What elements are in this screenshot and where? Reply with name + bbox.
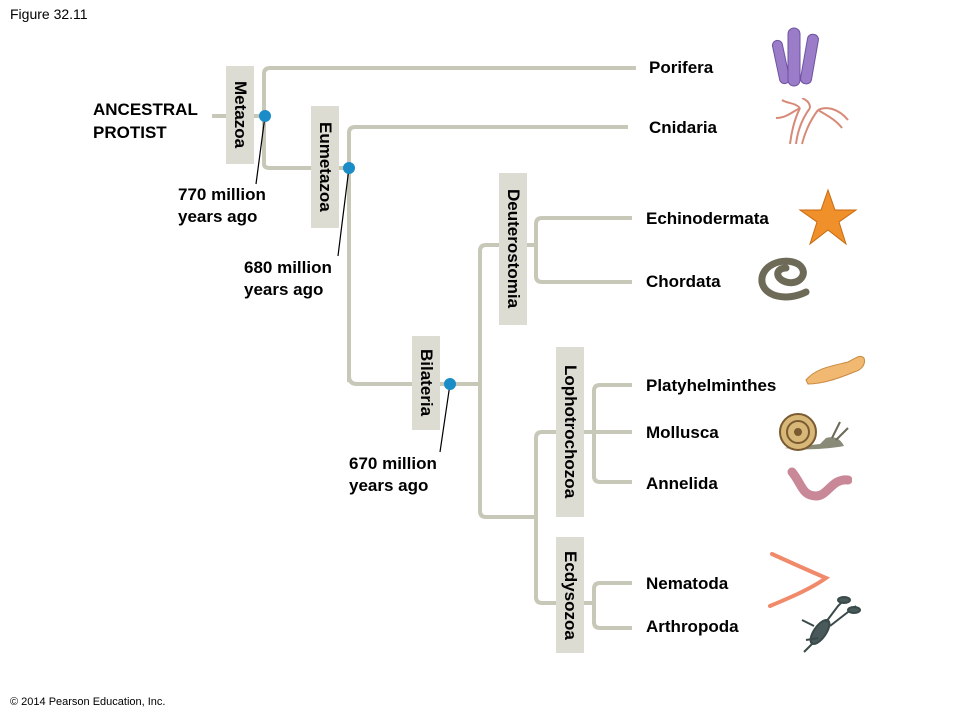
- clade-ecdysozoa: Ecdysozoa: [556, 537, 584, 653]
- phylum-cnidaria: Cnidaria: [649, 118, 718, 137]
- root-label: ANCESTRAL PROTIST: [93, 98, 198, 144]
- time-670: 670 million years ago: [349, 453, 437, 497]
- pointer-680: [337, 167, 350, 257]
- node-metazoa: [259, 110, 271, 122]
- earthworm-icon: [787, 467, 852, 501]
- phylum-mollusca: Mollusca: [646, 423, 719, 442]
- branch-lophotrochozoa: [592, 383, 632, 478]
- clade-bilateria-label: Bilateria: [417, 349, 436, 417]
- phylum-platyhelminthes: Platyhelminthes: [646, 376, 777, 395]
- cnidarian-icon: [775, 98, 849, 145]
- branch-eumetazoa: [347, 125, 628, 382]
- time-680: 680 million years ago: [244, 257, 332, 301]
- branch-to-protostomes: [478, 384, 536, 519]
- clade-metazoa: Metazoa: [226, 66, 254, 164]
- clade-deuterostomia-label: Deuterostomia: [504, 189, 523, 309]
- branch-arthropoda: [592, 621, 632, 630]
- branch-metazoa: [262, 66, 636, 164]
- clade-deuterostomia: Deuterostomia: [499, 173, 527, 325]
- clade-eumetazoa: Eumetazoa: [311, 106, 339, 228]
- time-770: 770 million years ago: [178, 184, 266, 228]
- clade-ecdysozoa-label: Ecdysozoa: [561, 550, 580, 640]
- branch-bilateria: [478, 243, 536, 384]
- pointer-670: [439, 383, 451, 453]
- phylum-nematoda: Nematoda: [646, 574, 729, 593]
- root-label-line2: PROTIST: [93, 123, 167, 142]
- time-770-line1: 770 million: [178, 185, 266, 204]
- branch-deuterostomia: [534, 216, 632, 278]
- branch-protostomia: [534, 430, 594, 599]
- node-bilateria: [444, 378, 456, 390]
- branch-ecdysozoa: [592, 581, 632, 624]
- lobster-icon: [801, 596, 861, 653]
- time-680-line2: years ago: [244, 280, 324, 299]
- branch-chordata: [534, 275, 632, 284]
- phylum-echinodermata: Echinodermata: [646, 209, 769, 228]
- copyright: © 2014 Pearson Education, Inc.: [10, 696, 166, 708]
- time-670-line1: 670 million: [349, 454, 437, 473]
- phylum-porifera: Porifera: [649, 58, 714, 77]
- phylum-annelida: Annelida: [646, 474, 718, 493]
- root-label-line1: ANCESTRAL: [93, 100, 198, 119]
- sea-star-icon: [798, 188, 858, 246]
- snail-icon: [779, 413, 849, 451]
- sponge-icon: [771, 27, 819, 87]
- lamprey-icon: [758, 257, 810, 301]
- nematode-icon: [768, 552, 831, 608]
- pointer-770: [255, 115, 266, 185]
- clade-lophotrochozoa-label: Lophotrochozoa: [561, 365, 580, 499]
- time-680-line1: 680 million: [244, 258, 332, 277]
- phylum-arthropoda: Arthropoda: [646, 617, 739, 636]
- branch-to-bilateria: [347, 375, 480, 386]
- time-670-line2: years ago: [349, 476, 429, 495]
- clade-metazoa-label: Metazoa: [231, 81, 250, 149]
- branch-annelida: [592, 475, 632, 484]
- node-eumetazoa: [343, 162, 355, 174]
- phylum-chordata: Chordata: [646, 272, 721, 291]
- clade-bilateria: Bilateria: [412, 336, 440, 430]
- figure-label: Figure 32.11: [10, 6, 88, 22]
- clade-lophotrochozoa: Lophotrochozoa: [556, 347, 584, 517]
- clade-eumetazoa-label: Eumetazoa: [316, 122, 335, 212]
- flatworm-icon: [805, 355, 865, 385]
- branch-to-eumetazoa: [262, 163, 349, 170]
- branch-to-ecdysozoa: [534, 596, 594, 605]
- time-770-line2: years ago: [178, 207, 258, 226]
